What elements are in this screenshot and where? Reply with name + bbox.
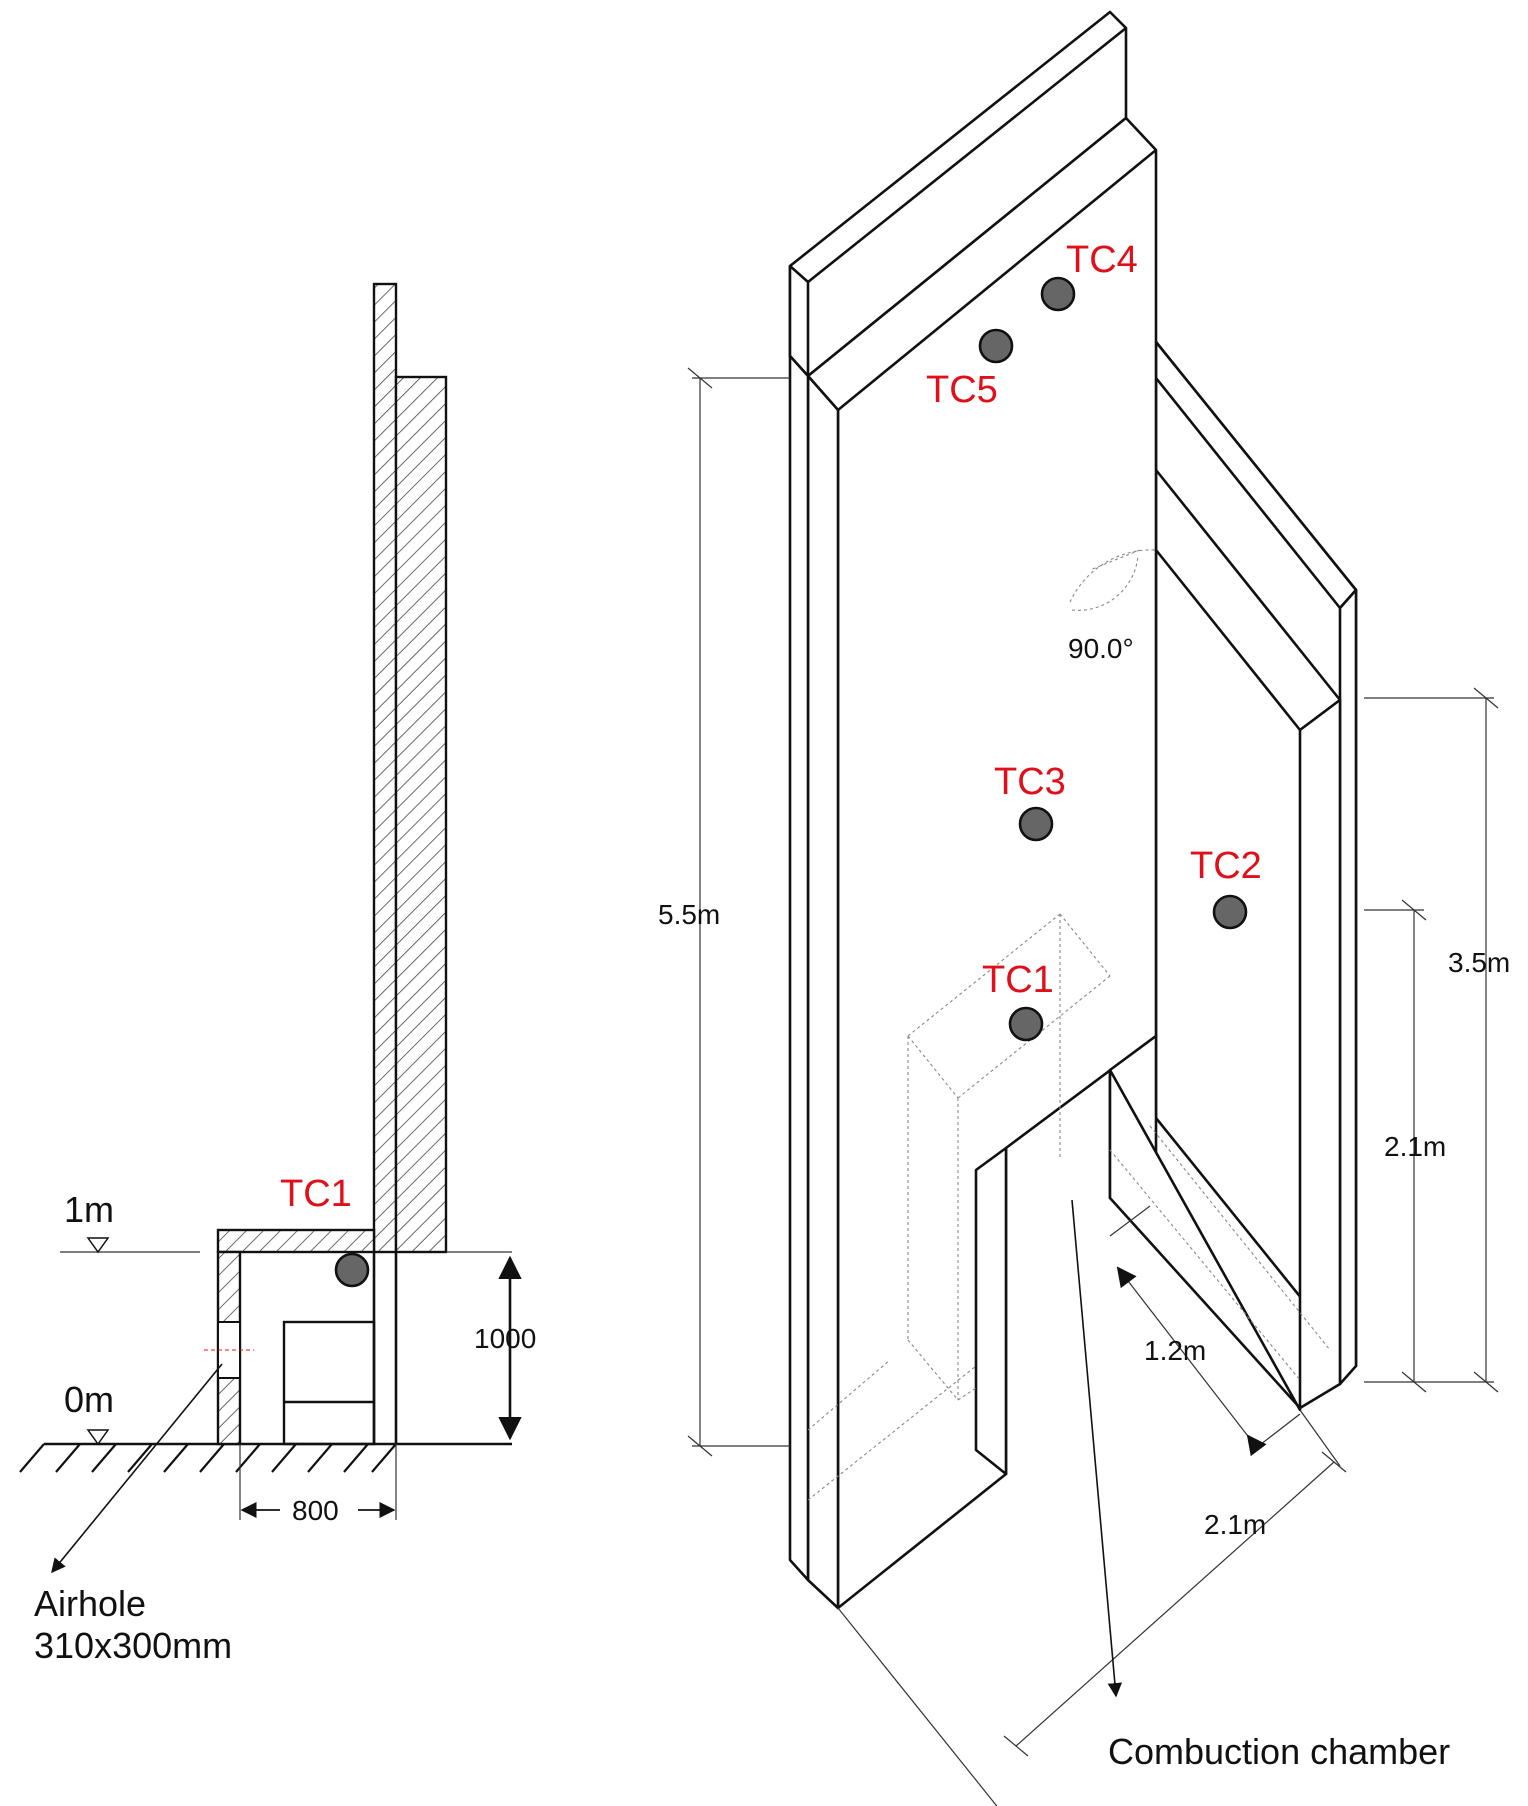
dim-2.1m-base-label: 2.1m bbox=[1204, 1509, 1266, 1540]
dim-5.5m-label: 5.5m bbox=[658, 899, 720, 930]
dim-5.5m bbox=[687, 367, 790, 1457]
section-sensor-tc1 bbox=[334, 1252, 370, 1288]
right-wing-front-strip bbox=[1298, 698, 1342, 1410]
angle-arc bbox=[1069, 549, 1157, 603]
section-view: TC1 1m 0m 1000 800 Airhole 310x300mm bbox=[19, 282, 536, 1666]
chamber-roof bbox=[216, 1228, 376, 1254]
dim-3.5m-label: 3.5m bbox=[1448, 947, 1510, 978]
chamber-leader bbox=[1071, 1199, 1123, 1698]
main-panel-top-edge bbox=[837, 148, 1157, 412]
angle-label: 90.0° bbox=[1068, 633, 1134, 664]
dim-2.1m-vertical bbox=[1364, 899, 1427, 1393]
airhole-label-line1: Airhole bbox=[34, 1583, 146, 1624]
main-panel-left-strip bbox=[806, 374, 840, 1610]
chamber-label: Combuction chamber bbox=[1108, 1731, 1450, 1772]
label-tc5: TC5 bbox=[926, 369, 998, 411]
fuel-crib bbox=[282, 1320, 376, 1446]
dim-1.2m bbox=[1109, 1205, 1301, 1457]
level-triangle-1m bbox=[86, 1237, 110, 1254]
sensor-tc1 bbox=[1008, 1006, 1044, 1042]
right-wing-edge-strip bbox=[1338, 588, 1358, 1386]
sensor-tc4 bbox=[1040, 276, 1076, 312]
dim-1000-label: 1000 bbox=[474, 1323, 536, 1354]
label-tc1: TC1 bbox=[982, 959, 1054, 1001]
level-triangle-0m bbox=[86, 1429, 110, 1446]
section-label-tc1: TC1 bbox=[280, 1173, 352, 1215]
opening-floor-edge bbox=[1108, 1068, 1302, 1412]
dim-2.1m-vertical-label: 2.1m bbox=[1384, 1131, 1446, 1162]
airhole-label-line2: 310x300mm bbox=[34, 1625, 232, 1666]
label-tc4: TC4 bbox=[1066, 239, 1138, 281]
dim-2.1m-base bbox=[837, 1409, 1347, 1806]
top-cap-ridge bbox=[807, 26, 1127, 284]
label-tc2: TC2 bbox=[1190, 845, 1262, 887]
sensor-tc5 bbox=[978, 328, 1014, 364]
chimney-inner-wall bbox=[372, 282, 398, 1254]
dim-800-label: 800 bbox=[292, 1495, 339, 1526]
sensor-tc2 bbox=[1212, 894, 1248, 930]
level-label-1m: 1m bbox=[64, 1189, 114, 1230]
hidden-lines bbox=[807, 549, 1331, 1501]
airhole-leader bbox=[51, 1363, 223, 1574]
iso-view: 90.0° TC4 TC5 TC3 TC2 TC1 5.5m 3.5m bbox=[658, 10, 1510, 1806]
ground-hatching bbox=[19, 1443, 397, 1473]
main-panel-left-edge bbox=[788, 354, 810, 1582]
level-label-0m: 0m bbox=[64, 1379, 114, 1420]
dim-3.5m bbox=[1364, 687, 1499, 1393]
sensor-tc3 bbox=[1018, 806, 1054, 842]
opening-left-jamb bbox=[974, 1146, 1008, 1476]
dim-1.2m-label: 1.2m bbox=[1144, 1335, 1206, 1366]
chimney-outer-wall bbox=[394, 375, 448, 1254]
label-tc3: TC3 bbox=[994, 761, 1066, 803]
